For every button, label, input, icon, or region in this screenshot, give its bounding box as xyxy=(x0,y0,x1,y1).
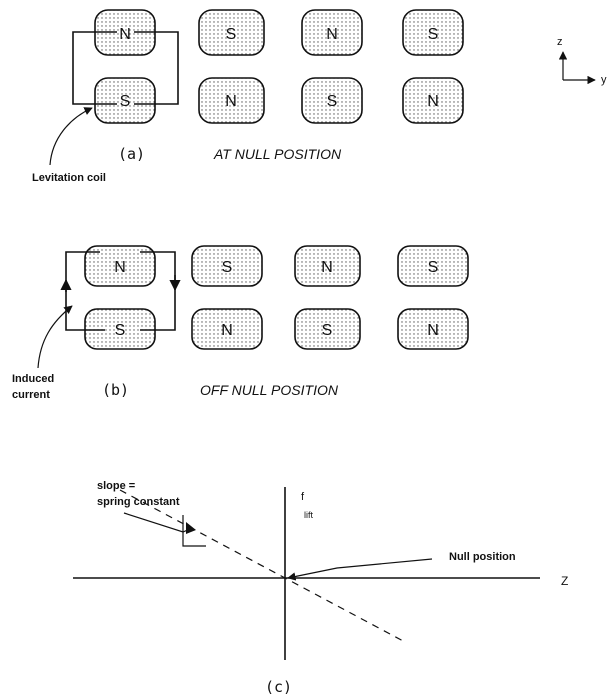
levitation-coil-label: Levitation coil xyxy=(32,172,106,184)
magnet-pole-label: N xyxy=(326,26,338,43)
magnet-a-bottom-1: S xyxy=(94,77,156,124)
magnet-b-top-1: N xyxy=(84,245,156,287)
magnet-pole-label: N xyxy=(221,322,233,339)
null-callout-arrow xyxy=(287,558,433,581)
magnet-a-bottom-2: N xyxy=(198,77,265,124)
slope-label-line2: spring constant xyxy=(97,496,180,508)
panel-b-title: OFF NULL POSITION xyxy=(200,382,339,398)
magnet-a-top-2: S xyxy=(198,9,265,56)
magnet-b-top-4: S xyxy=(397,245,469,287)
magnet-a-bottom-4: N xyxy=(402,77,464,124)
z-axis-label: z xyxy=(557,36,563,48)
spring-slope-line xyxy=(119,489,406,643)
magnet-pole-label: N xyxy=(321,259,333,276)
magnet-b-bottom-4: N xyxy=(397,308,469,350)
coil-callout-arrow xyxy=(49,107,93,166)
magnet-pole-label: S xyxy=(120,93,131,110)
panel-a: N S N S S N S N xyxy=(32,9,464,184)
panel-a-label: (a) xyxy=(118,145,145,163)
magnet-pole-label: S xyxy=(226,26,237,43)
magnet-pole-label: S xyxy=(327,93,338,110)
panel-b-label: (b) xyxy=(102,381,129,399)
magnet-b-bottom-2: N xyxy=(191,308,263,350)
magnet-a-bottom-3: S xyxy=(301,77,363,124)
magnet-pole-label: N xyxy=(225,93,237,110)
y-axis-label: y xyxy=(601,74,607,86)
induced-current-label-line2: current xyxy=(12,389,50,401)
panel-a-title: AT NULL POSITION xyxy=(213,146,342,162)
magnet-pole-label: N xyxy=(427,93,439,110)
magnet-pole-label: S xyxy=(222,259,233,276)
f-axis-label: f xyxy=(301,491,305,503)
magnet-pole-label: S xyxy=(428,26,439,43)
panel-c-label: (c) xyxy=(265,678,292,696)
magnet-pole-label: N xyxy=(427,322,439,339)
magnet-a-top-4: S xyxy=(402,9,464,56)
current-callout-arrow xyxy=(37,305,73,369)
panel-b: N S N S S N S N xyxy=(12,245,469,401)
slope-callout-arrowhead xyxy=(186,522,196,534)
axes-icon: z y xyxy=(557,36,607,86)
magnet-a-top-3: N xyxy=(301,9,363,56)
slope-label-line1: slope = xyxy=(97,480,135,492)
f-axis-subscript: lift xyxy=(304,510,313,520)
magnet-b-bottom-3: S xyxy=(294,308,361,350)
panel-c: slope = spring constant f lift Null posi… xyxy=(73,480,568,696)
magnet-pole-label: N xyxy=(114,259,126,276)
magnet-pole-label: S xyxy=(428,259,439,276)
slope-triangle xyxy=(182,515,206,547)
magnet-pole-label: S xyxy=(322,322,333,339)
induced-current-label-line1: Induced xyxy=(12,373,54,385)
magnet-pole-label: S xyxy=(115,322,126,339)
magnet-pole-label: N xyxy=(119,26,131,43)
magnet-b-top-3: N xyxy=(294,245,361,287)
z-axis-label-c: Z xyxy=(561,574,568,588)
magnet-b-top-2: S xyxy=(191,245,263,287)
magnet-b-bottom-1: S xyxy=(84,308,156,350)
null-position-label: Null position xyxy=(449,551,516,563)
levitation-coil-loop xyxy=(72,31,179,105)
